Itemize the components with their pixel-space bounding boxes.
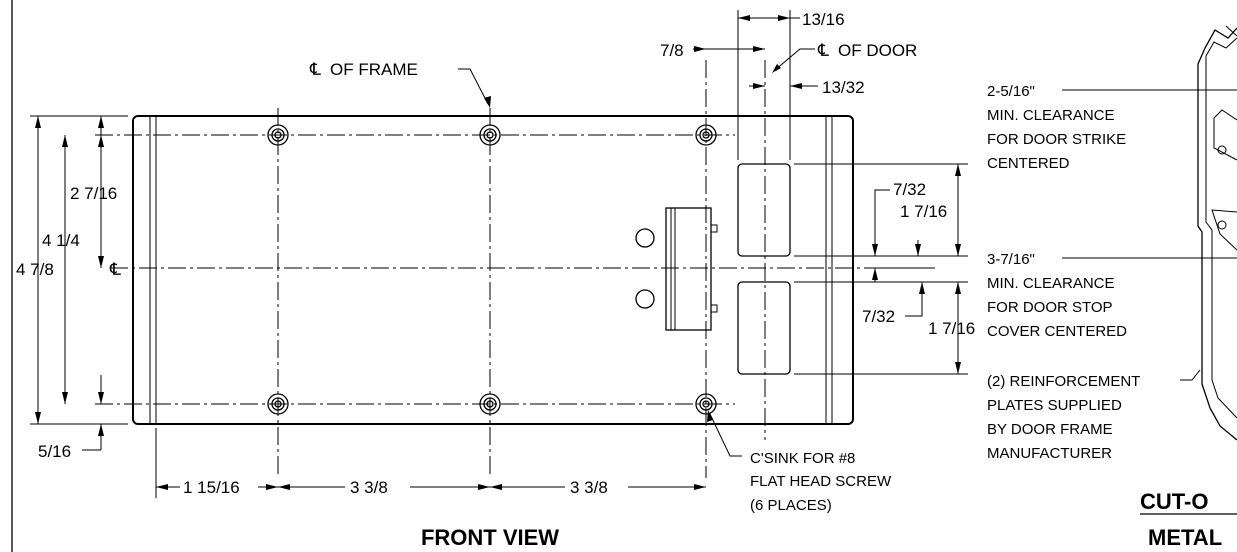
dim-1-15-16: 1 15/16: [183, 478, 240, 497]
plates-note-line: BY DOOR FRAME: [987, 421, 1113, 438]
dim-1-7-16-upper: 1 7/16: [900, 202, 947, 221]
right-dimensions: [794, 163, 968, 375]
small-hole: [635, 228, 655, 248]
screw-hole: [267, 124, 289, 146]
dim-5-16: 5/16: [38, 442, 71, 461]
dim-7-32-upper: 7/32: [893, 180, 926, 199]
cutout-title-line2: METAL: [1148, 525, 1222, 550]
strike-note-line: 2-5/16": [987, 83, 1035, 100]
frame-centerline-label: OF FRAME: [330, 60, 418, 79]
plates-note-line: MANUFACTURER: [987, 445, 1112, 462]
latch-block: [665, 207, 718, 331]
strike-note-line: MIN. CLEARANCE: [987, 107, 1115, 124]
small-hole: [635, 289, 655, 309]
cutout-view: [1062, 25, 1237, 441]
dim-7-8: 7/8: [660, 41, 684, 60]
bottom-dimensions: [155, 428, 706, 498]
dim-7-32-lower: 7/32: [862, 307, 895, 326]
screw-note-line: FLAT HEAD SCREW: [750, 473, 892, 490]
plate-outline: [132, 115, 854, 425]
screw-note-leader: [707, 410, 742, 457]
dim-4-1-4: 4 1/4: [42, 231, 80, 250]
strike-note-line: CENTERED: [987, 155, 1070, 172]
door-centerline-symbol: ℄: [817, 41, 829, 60]
stop-note-line: FOR DOOR STOP: [987, 299, 1113, 316]
stop-note-line: COVER CENTERED: [987, 323, 1127, 340]
screw-note-line: C'SINK FOR #8: [750, 450, 855, 467]
door-centerline-label: OF DOOR: [838, 41, 917, 60]
dim-13-16: 13/16: [802, 10, 845, 29]
screw-hole: [695, 124, 717, 146]
screw-hole: [695, 393, 717, 415]
labels: 13/16 7/8 ℄ OF DOOR 13/32 ℄ OF FRAME 2 7…: [16, 10, 1237, 550]
dim-3-3-8-left: 3 3/8: [350, 478, 388, 497]
strike-note-line: FOR DOOR STRIKE: [987, 131, 1126, 148]
horizontal-centerline-symbol: ℄: [109, 260, 121, 279]
top-dimensions: [693, 10, 818, 160]
plates-note-line: PLATES SUPPLIED: [987, 397, 1122, 414]
front-view-title: FRONT VIEW: [421, 525, 559, 550]
left-dimensions: [30, 115, 128, 451]
screw-hole: [479, 393, 501, 415]
dim-2-7-16: 2 7/16: [70, 184, 117, 203]
screw-hole: [479, 124, 501, 146]
front-view: [30, 10, 968, 498]
screw-note-line: (6 PLACES): [750, 497, 832, 514]
plates-note-line: (2) REINFORCEMENT: [987, 373, 1140, 390]
dim-3-3-8-right: 3 3/8: [570, 478, 608, 497]
lower-slot: [737, 281, 791, 375]
frame-centerline-leader: [458, 68, 491, 108]
dim-1-7-16-lower: 1 7/16: [928, 319, 975, 338]
dim-13-32: 13/32: [822, 78, 865, 97]
stop-note-line: 3-7/16": [987, 251, 1035, 268]
upper-slot: [737, 163, 791, 257]
frame-centerline-symbol: ℄: [309, 60, 321, 79]
screw-hole: [267, 393, 289, 415]
dim-4-7-8: 4 7/8: [16, 260, 54, 279]
cutout-title-line1: CUT-O: [1140, 489, 1208, 514]
stop-note-line: MIN. CLEARANCE: [987, 275, 1115, 292]
